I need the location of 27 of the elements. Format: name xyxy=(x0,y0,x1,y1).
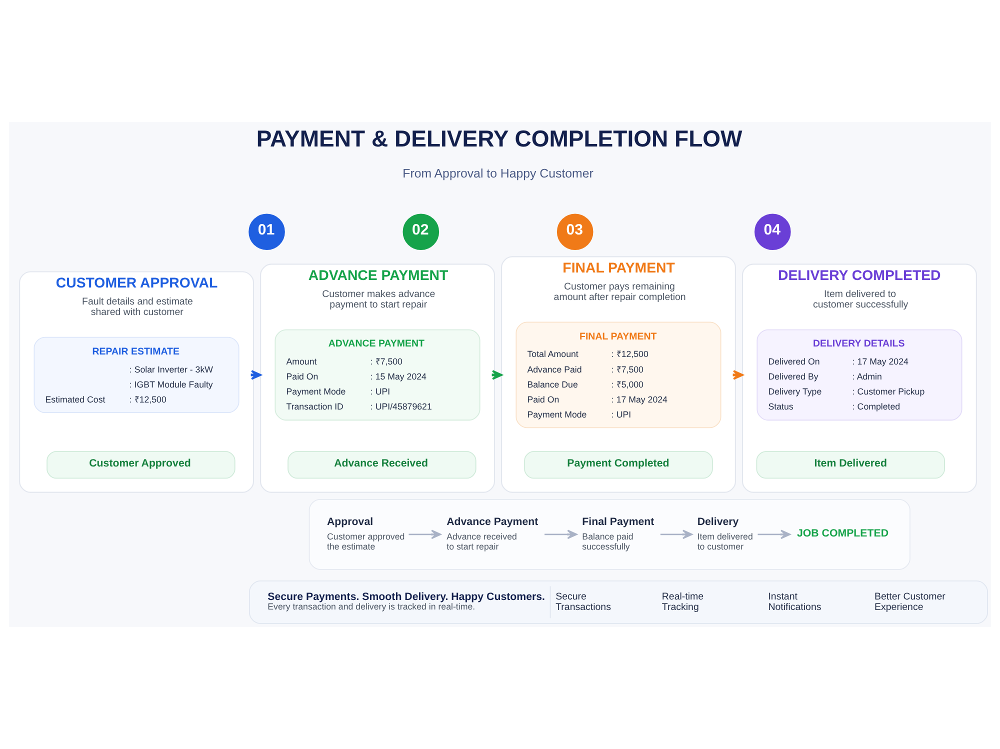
node-text: JOB COMPLETED xyxy=(797,527,889,540)
node-box: Customer Approved xyxy=(46,451,236,479)
node-circle: 03 xyxy=(556,214,594,250)
arrow xyxy=(660,530,693,540)
arrow xyxy=(408,530,442,540)
node-circle: 01 xyxy=(248,214,285,250)
arrow xyxy=(492,370,502,380)
arrow xyxy=(250,370,262,380)
node-circle: 04 xyxy=(754,214,791,250)
arrow xyxy=(732,370,744,380)
node-text: Advance Payment Advance received to start repair xyxy=(446,516,538,552)
node-text: Final Payment Balance paid successfully xyxy=(582,516,654,552)
arrow xyxy=(758,530,791,540)
cluster xyxy=(308,498,910,570)
diagram-title: PAYMENT & DELIVERY COMPLETION FLOW xyxy=(256,126,742,152)
node-box: DELIVERY DETAILS Delivered On : 17 May 2024 Delivered By : Admin Delivery Type : Customer Pickup Status : Completed xyxy=(756,329,962,421)
node-text: Delivery Item delivered to customer xyxy=(697,516,753,552)
node-circle: 02 xyxy=(402,214,440,250)
node-text: Approval Customer approved the estimate xyxy=(327,516,405,552)
node-box: Item Delivered xyxy=(756,451,945,479)
node-box: Advance Received xyxy=(288,451,476,479)
node-box: REPAIR ESTIMATE : Solar Inverter - 3kW : IGBT Module Faulty Estimated Cost : ₹12,500 xyxy=(34,336,240,414)
node-box: FINAL PAYMENT Total Amount : ₹12,500 Advance Paid : ₹7,500 Balance Due : ₹5,000 Paid On : 17 May 2024 Payment Mode : UPI xyxy=(516,322,722,428)
node-box: ADVANCE PAYMENT Amount : ₹7,500 Paid On : 15 May 2024 Payment Mode : UPI Transaction ID : UPI/45879621 xyxy=(274,329,480,421)
node-box: Payment Completed xyxy=(524,451,713,479)
label: From Approval to Happy Customer xyxy=(402,166,594,181)
arrow xyxy=(544,530,578,540)
